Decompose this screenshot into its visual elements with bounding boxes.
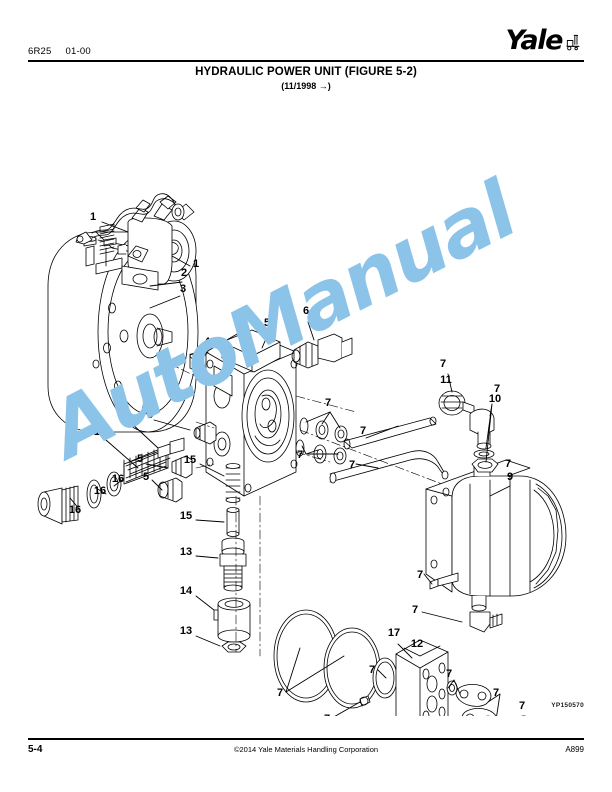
oring-seal-group bbox=[273, 609, 398, 709]
callout-7g: 7 bbox=[505, 458, 511, 470]
center-lines bbox=[165, 361, 443, 657]
callout-5b: 5 bbox=[147, 409, 153, 421]
hydraulic-tube-assembly bbox=[329, 416, 449, 484]
page-header: 6R25 01-00 Yale bbox=[0, 0, 612, 70]
washer-group-center bbox=[295, 417, 348, 465]
callout-7d: 7 bbox=[349, 459, 355, 471]
callout-16e: 16 bbox=[69, 504, 81, 516]
callout-11: 11 bbox=[440, 374, 452, 386]
callout-7i: 7 bbox=[412, 604, 418, 616]
callout-1b: 1 bbox=[193, 258, 199, 270]
reservoir-tank bbox=[425, 459, 567, 633]
leader-lines bbox=[69, 221, 523, 716]
callout-7a: 7 bbox=[325, 397, 331, 409]
callout-7l: 7 bbox=[369, 664, 375, 676]
callout-16c: 16 bbox=[112, 473, 124, 485]
callout-16b: 16 bbox=[94, 426, 106, 438]
forklift-icon bbox=[566, 34, 580, 51]
callout-10: 10 bbox=[489, 393, 501, 405]
callout-15b: 15 bbox=[180, 510, 192, 522]
callout-4: 4 bbox=[204, 336, 211, 348]
page-number: 5-4 bbox=[28, 744, 43, 755]
battery-cable bbox=[75, 193, 185, 245]
header-divider bbox=[28, 60, 584, 62]
callout-8: 8 bbox=[521, 714, 527, 716]
footer-code: A899 bbox=[565, 745, 584, 754]
callout-7n: 7 bbox=[493, 687, 499, 699]
callout-14: 14 bbox=[180, 585, 193, 597]
yale-logo-wordmark: Yale bbox=[505, 25, 563, 56]
callout-6: 6 bbox=[303, 305, 309, 317]
callout-5a: 5 bbox=[264, 317, 270, 329]
header-code-model: 6R25 bbox=[28, 46, 52, 57]
callout-15a: 15 bbox=[184, 454, 196, 466]
callout-2: 2 bbox=[181, 267, 187, 279]
contactor-assembly bbox=[117, 195, 197, 291]
figure-title-block: HYDRAULIC POWER UNIT (FIGURE 5-2) (11/19… bbox=[0, 66, 612, 91]
callout-17: 17 bbox=[388, 627, 400, 639]
valve-manifold-block bbox=[189, 329, 298, 497]
callout-7f: 7 bbox=[494, 383, 500, 395]
callout-7k: 7 bbox=[324, 713, 330, 716]
figure-date-range: (11/1998 →) bbox=[281, 81, 331, 91]
callout-1a: 1 bbox=[90, 211, 96, 223]
hydraulic-fitting-6 bbox=[291, 333, 353, 369]
callout-5d: 5 bbox=[143, 471, 149, 483]
callout-7o: 7 bbox=[519, 700, 525, 712]
callout-7j: 7 bbox=[277, 687, 283, 699]
page-title: HYDRAULIC POWER UNIT (FIGURE 5-2) bbox=[195, 66, 417, 78]
callout-16a: 16 bbox=[119, 409, 131, 421]
callout-7b: 7 bbox=[297, 449, 303, 461]
callout-13a: 13 bbox=[180, 546, 192, 558]
drawing-number: YP150570 bbox=[551, 702, 584, 709]
yale-logo: Yale bbox=[505, 25, 584, 56]
callout-12: 12 bbox=[411, 638, 423, 650]
footer-divider bbox=[28, 738, 584, 740]
solenoid-valve-stack bbox=[213, 463, 251, 653]
header-code-section: 01-00 bbox=[65, 46, 91, 57]
callout-5c: 5 bbox=[137, 453, 143, 465]
callout-7h: 7 bbox=[417, 569, 423, 581]
callout-16d: 16 bbox=[94, 485, 106, 497]
elbow-fitting-assembly bbox=[438, 390, 499, 473]
callout-labels: 1 1 2 3 4 5 6 5 5 5 16 16 16 16 16 15 15… bbox=[69, 211, 527, 716]
gear-pump-assembly bbox=[395, 639, 497, 716]
callout-7m: 7 bbox=[446, 668, 452, 680]
filter-and-plug-parts bbox=[37, 421, 217, 525]
exploded-view-diagram: 1 1 2 3 4 5 6 5 5 5 16 16 16 16 16 15 15… bbox=[0, 96, 612, 716]
callout-7e: 7 bbox=[440, 358, 446, 370]
callout-7c: 7 bbox=[360, 425, 366, 437]
header-codes: 6R25 01-00 bbox=[28, 46, 91, 57]
page-footer: 5-4 ©2014 Yale Materials Handling Corpor… bbox=[0, 738, 612, 778]
callout-13b: 13 bbox=[180, 625, 192, 637]
callout-9: 9 bbox=[507, 471, 513, 483]
callout-3: 3 bbox=[180, 283, 186, 295]
copyright-notice: ©2014 Yale Materials Handling Corporatio… bbox=[233, 745, 379, 754]
